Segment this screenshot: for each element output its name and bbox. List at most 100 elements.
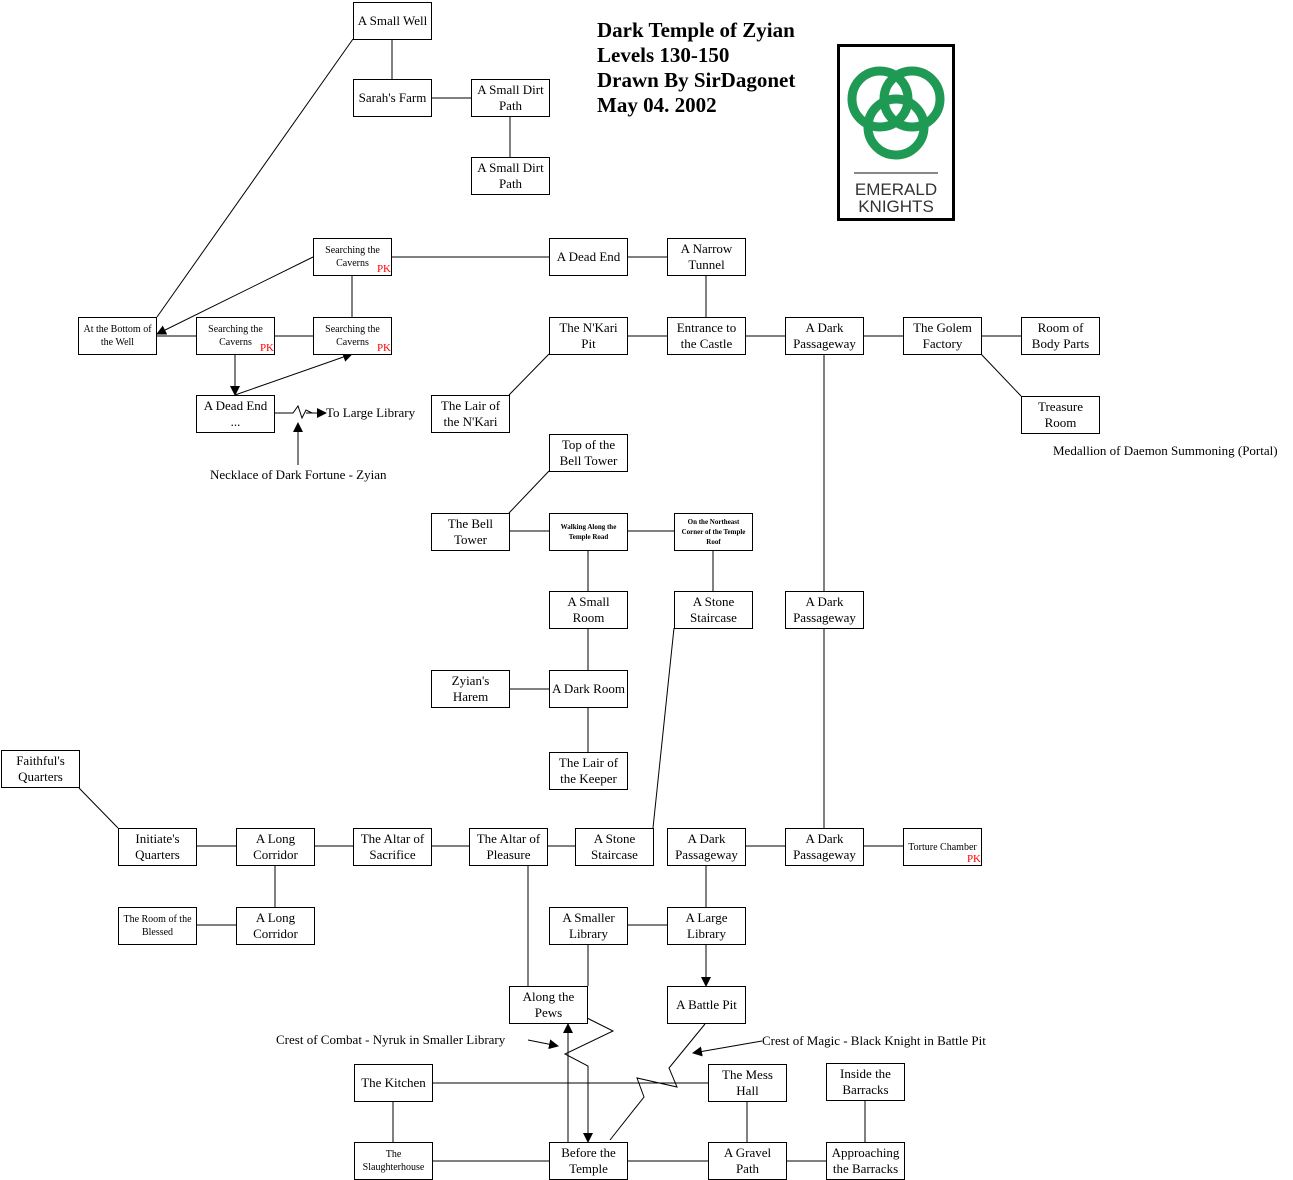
room-box: At the Bottom of the Well [78,317,157,355]
room-box: Inside the Barracks [826,1063,905,1101]
room-box: The Bell Tower [431,513,510,551]
room-label: Top of the Bell Tower [559,437,618,468]
room-label: A Long Corridor [253,831,298,862]
room-box: A Small Dirt Path [471,79,550,117]
room-box: The Altar of Pleasure [469,828,548,866]
room-box: A Stone Staircase [575,828,654,866]
svg-text:KNIGHTS: KNIGHTS [858,197,934,216]
room-label: The Altar of Sacrifice [360,831,425,862]
room-label: The Golem Factory [913,320,972,351]
room-label: Before the Temple [561,1145,616,1176]
emerald-knights-logo: EMERALD KNIGHTS [837,44,955,221]
room-box: Along the Pews [509,986,588,1024]
room-box: A Dark Passageway [785,591,864,629]
room-label: Faithful's Quarters [16,753,65,784]
title-line: May 04. 2002 [597,93,717,117]
room-box: A Dead End [549,238,628,276]
room-box: The Altar of Sacrifice [353,828,432,866]
room-box: A Small Room [549,591,628,629]
room-box: A Dark Passageway [785,828,864,866]
room-label: Entrance to the Castle [676,320,737,351]
room-label: A Small Room [567,594,610,625]
room-label: A Dark Passageway [793,594,856,625]
room-label: Inside the Barracks [840,1066,891,1097]
room-box: Treasure Room [1021,396,1100,434]
room-box: On the Northeast Corner of the Temple Ro… [674,513,753,551]
room-box: The Mess Hall [708,1064,787,1102]
room-label: Searching the Caverns [208,324,263,348]
room-label: A Large Library [685,910,728,941]
svg-text:EMERALD: EMERALD [855,180,937,199]
room-box: A Small Well [353,2,432,40]
room-label: A Dead End [556,249,621,264]
room-box: A Dead End ... [196,395,275,433]
room-label: The Altar of Pleasure [476,831,541,862]
pk-marker: PK [966,853,981,865]
room-box: The Kitchen [354,1064,433,1102]
room-box: A Large Library [667,907,746,945]
room-label: A Small Dirt Path [477,160,544,191]
room-label: Torture Chamber [908,841,977,853]
necklace-label: Necklace of Dark Fortune - Zyian [210,467,387,482]
room-label: Initiate's Quarters [135,831,180,862]
room-label: A Battle Pit [676,997,737,1012]
pk-marker: PK [376,263,391,275]
room-box: The Room of the Blessed [118,907,197,945]
room-box: Zyian's Harem [431,670,510,708]
room-label: A Dead End ... [203,398,268,429]
room-box: A Smaller Library [549,907,628,945]
room-box: A Battle Pit [667,986,746,1024]
room-label: The Mess Hall [722,1067,773,1098]
room-box: Before the Temple [549,1142,628,1180]
title-line: Levels 130-150 [597,43,730,67]
crest-combat-label: Crest of Combat - Nyruk in Smaller Libra… [276,1032,506,1047]
room-label: The Lair of the N'Kari [440,398,501,429]
room-label: The Bell Tower [447,516,494,547]
title-line: Dark Temple of Zyian [597,18,795,42]
room-box: A Long Corridor [236,907,315,945]
room-label: The Slaughterhouse [362,1149,425,1173]
pk-marker: PK [376,342,391,354]
room-box: A Dark Room [549,670,628,708]
room-label: Approaching the Barracks [831,1145,900,1176]
medallion-label: Medallion of Daemon Summoning (Portal) [1053,443,1278,458]
crest-magic-label: Crest of Magic - Black Knight in Battle … [762,1033,986,1048]
room-label: Along the Pews [522,989,575,1020]
room-box: The Slaughterhouse [354,1142,433,1180]
room-box: Initiate's Quarters [118,828,197,866]
room-label: A Stone Staircase [690,594,737,625]
map-title: Dark Temple of Zyian Levels 130-150 Draw… [597,18,795,118]
room-box: A Long Corridor [236,828,315,866]
room-label: Room of Body Parts [1031,320,1090,351]
room-label: A Long Corridor [253,910,298,941]
room-box: The Lair of the N'Kari [431,395,510,433]
rings-icon: EMERALD KNIGHTS [847,66,945,216]
room-box: Entrance to the Castle [667,317,746,355]
room-box: A Small Dirt Path [471,157,550,195]
room-box: Walking Along the Temple Road [549,513,628,551]
room-label: The Room of the Blessed [123,914,192,938]
room-box: Faithful's Quarters [1,750,80,788]
room-label: A Dark Passageway [793,831,856,862]
room-label: On the Northeast Corner of the Temple Ro… [681,518,746,546]
room-box: A Gravel Path [708,1142,787,1180]
room-label: A Small Dirt Path [477,82,544,113]
room-label: The Lair of the Keeper [558,755,619,786]
title-line: Drawn By SirDagonet [597,68,796,92]
room-box: Sarah's Farm [353,79,432,117]
room-label: Treasure Room [1037,399,1083,430]
room-box: Approaching the Barracks [826,1142,905,1180]
room-label: The N'Kari Pit [559,320,618,351]
room-label: Sarah's Farm [358,90,427,105]
room-label: A Smaller Library [562,910,615,941]
room-label: A Dark Passageway [675,831,738,862]
to-large-library-label: To Large Library [326,405,416,420]
room-box: A Stone Staircase [674,591,753,629]
room-label: The Kitchen [361,1075,426,1090]
